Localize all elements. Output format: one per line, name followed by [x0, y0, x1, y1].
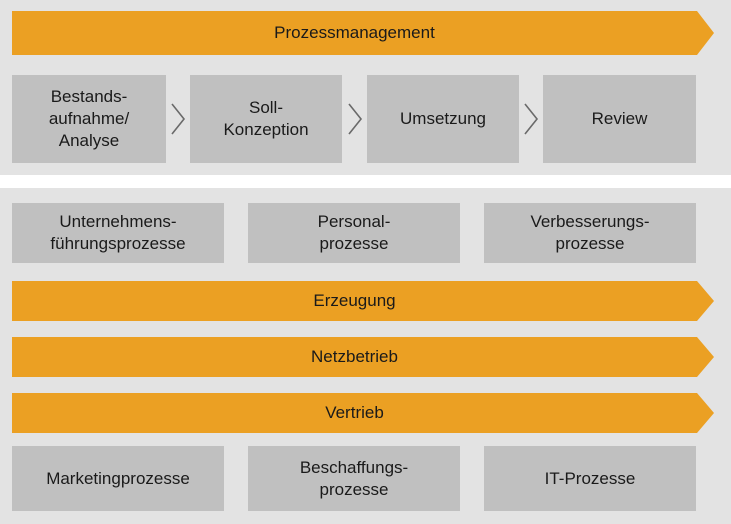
support-process-verbesserungsprozesse[interactable]: Verbesserungs- prozesse: [484, 203, 696, 263]
phase-box-umsetzung[interactable]: Umsetzung: [367, 75, 519, 163]
support-process-beschaffungsprozesse[interactable]: Beschaffungs- prozesse: [248, 446, 460, 511]
process-management-arrow[interactable]: Prozessmanagement: [12, 11, 714, 55]
core-process-arrow-erzeugung-label: Erzeugung: [313, 291, 396, 311]
core-process-arrow-erzeugung[interactable]: Erzeugung: [12, 281, 714, 321]
chevron-right-icon: [170, 102, 186, 136]
chevron-right-icon: [347, 102, 363, 136]
phase-box-soll-konzeption[interactable]: Soll- Konzeption: [190, 75, 342, 163]
core-process-arrow-netzbetrieb[interactable]: Netzbetrieb: [12, 337, 714, 377]
process-landscape-panel: Unternehmens- führungsprozesse Personal-…: [0, 188, 731, 524]
support-process-marketingprozesse[interactable]: Marketingprozesse: [12, 446, 224, 511]
core-process-arrow-netzbetrieb-label: Netzbetrieb: [311, 347, 398, 367]
chevron-right-icon: [523, 102, 539, 136]
phase-box-bestandsaufnahme-analyse[interactable]: Bestands- aufnahme/ Analyse: [12, 75, 166, 163]
phase-box-review[interactable]: Review: [543, 75, 696, 163]
core-process-arrow-vertrieb[interactable]: Vertrieb: [12, 393, 714, 433]
support-process-it-prozesse[interactable]: IT-Prozesse: [484, 446, 696, 511]
process-management-arrow-label: Prozessmanagement: [274, 23, 435, 43]
support-process-personalprozesse[interactable]: Personal- prozesse: [248, 203, 460, 263]
process-management-panel: Prozessmanagement Bestands- aufnahme/ An…: [0, 0, 731, 175]
core-process-arrow-vertrieb-label: Vertrieb: [325, 403, 384, 423]
support-process-unternehmensfuehrungsprozesse[interactable]: Unternehmens- führungsprozesse: [12, 203, 224, 263]
